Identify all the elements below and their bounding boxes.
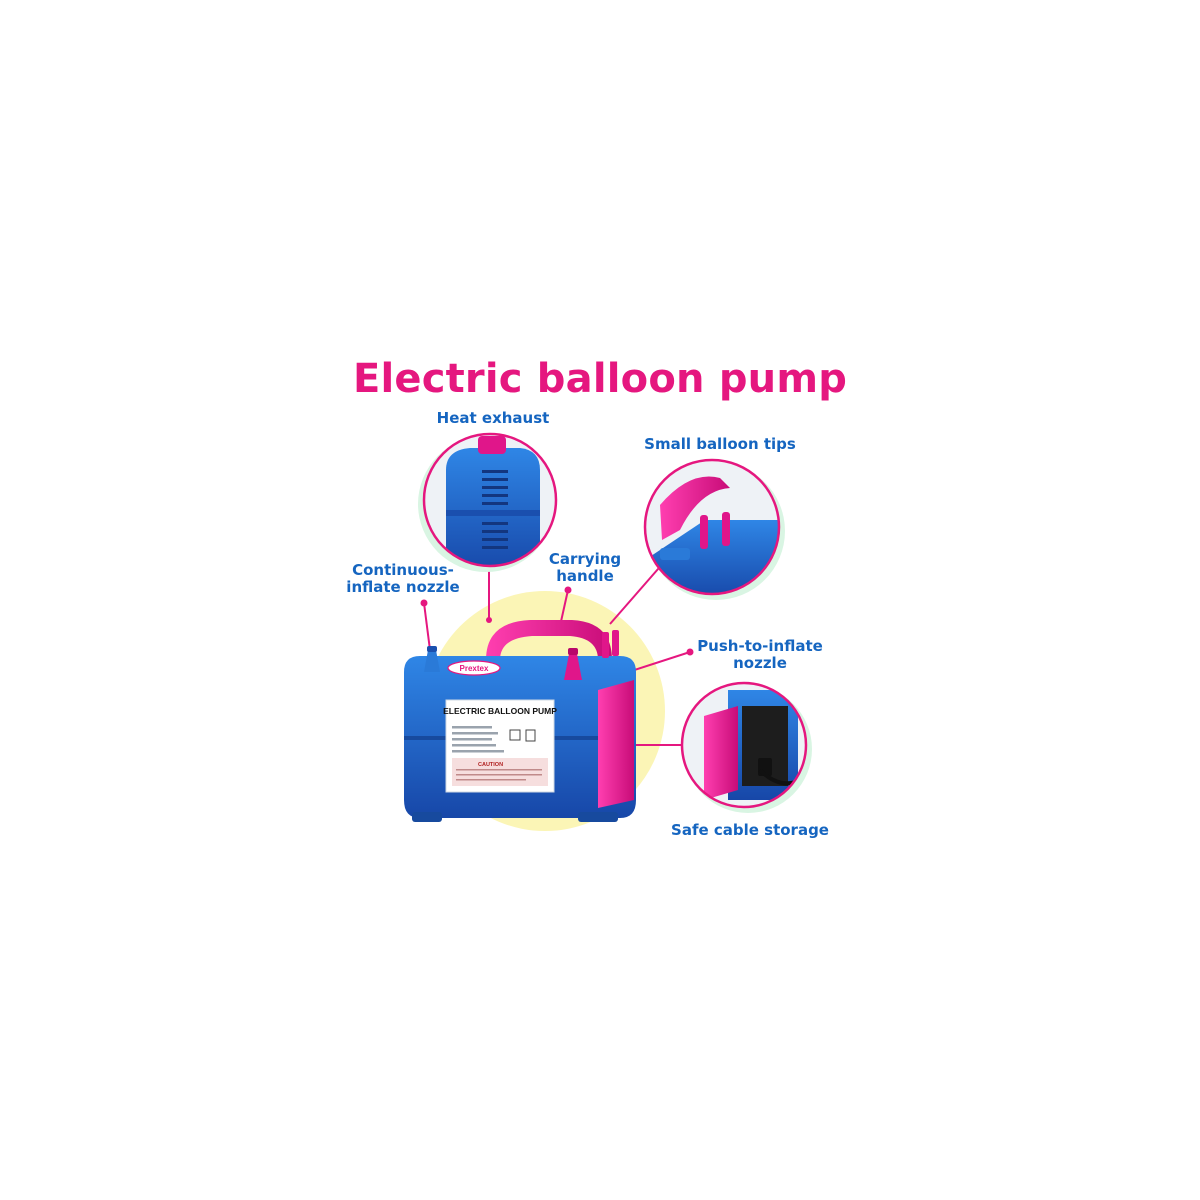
- push-to-inflate-nozzle: [564, 648, 582, 680]
- balloon-tips-detail: [643, 458, 785, 600]
- continuous-inflate-nozzle: [424, 646, 440, 672]
- handle-label-line2: handle: [556, 567, 614, 585]
- cable-storage-detail: [680, 681, 812, 813]
- small-balloon-tips-label: Small balloon tips: [644, 435, 796, 453]
- page-title: Electric balloon pump: [352, 356, 848, 402]
- safe-cable-storage-label: Safe cable storage: [671, 821, 829, 839]
- push-label-line2: nozzle: [733, 654, 787, 672]
- continuous-inflate-nozzle-label: Continuous- inflate nozzle: [338, 562, 468, 596]
- electric-balloon-pump: [404, 620, 636, 822]
- heat-exhaust-detail: [418, 432, 558, 572]
- heat-exhaust-label: Heat exhaust: [436, 409, 550, 427]
- product-label-caution: CAUTION: [478, 762, 503, 768]
- product-label-title: ELECTRIC BALLOON PUMP: [443, 706, 557, 716]
- carrying-handle-label: Carrying handle: [535, 551, 635, 585]
- continuous-label-line2: inflate nozzle: [346, 578, 460, 596]
- carrying-handle: [486, 620, 612, 660]
- push-to-inflate-nozzle-label: Push-to-inflate nozzle: [690, 638, 830, 672]
- push-label-line1: Push-to-inflate: [697, 637, 823, 655]
- brand-logo-badge: [447, 660, 501, 676]
- callout-dots: [420, 586, 694, 656]
- side-panel: [598, 680, 634, 808]
- brand-logo-text: Prextex: [460, 664, 489, 673]
- handle-label-line1: Carrying: [548, 550, 622, 568]
- continuous-label-line1: Continuous-: [352, 561, 454, 579]
